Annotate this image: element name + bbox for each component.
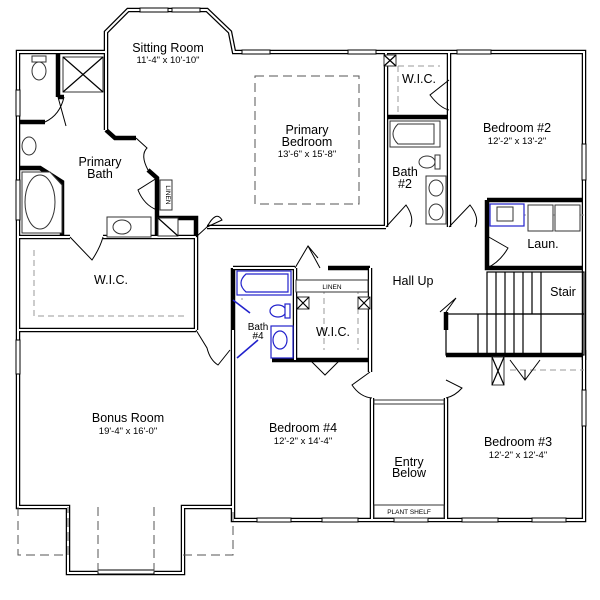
plant-shelf: [373, 504, 445, 519]
door-bedroom2-wic[interactable]: [429, 79, 450, 111]
room-dims-bedroom-2: 12'-2" x 13'-2": [488, 136, 546, 147]
dashed-outlines: [17, 65, 584, 573]
room-name-sitting-room: Sitting Room: [132, 41, 204, 55]
door-stair-landing[interactable]: [439, 297, 457, 313]
room-name-primary-bedroom-2: Bedroom: [282, 135, 333, 149]
door-bath4-b[interactable]: [236, 339, 259, 359]
door-laundry[interactable]: [486, 235, 509, 269]
room-name-bath-2-1: Bath: [392, 165, 418, 179]
fixtures: [21, 54, 581, 519]
room-name-entry-below-1: Entry: [394, 455, 424, 469]
door-bedroom3-closet[interactable]: [509, 359, 541, 381]
door-toilet-room[interactable]: [44, 96, 67, 127]
doors[interactable]: [44, 79, 541, 399]
washer-icon: [527, 204, 554, 232]
door-primary-wic[interactable]: [69, 236, 104, 261]
room-name-hall-up: Hall Up: [393, 274, 434, 288]
sink-icon: [112, 219, 132, 235]
room-name-bedroom-3: Bedroom #3: [484, 435, 552, 449]
door-bedroom4[interactable]: [351, 371, 373, 399]
sink-icon: [21, 136, 37, 156]
room-name-primary-bath-1: Primary: [78, 155, 122, 169]
toilet-bowl-icon: [31, 61, 47, 81]
toilet-bowl-icon: [418, 155, 436, 169]
room-name-primary-bath-2: Bath: [87, 167, 113, 181]
sink-icon: [428, 203, 444, 221]
room-dims-bedroom-3: 12'-2" x 12'-4": [489, 450, 547, 461]
door-bonus-room[interactable]: [195, 329, 231, 366]
room-name-bath-2-2: #2: [398, 177, 412, 191]
room-dims-bedroom-4: 12'-2" x 14'-4": [274, 436, 332, 447]
room-name-bedroom2-wic: W.I.C.: [402, 72, 436, 86]
room-name-primary-wic: W.I.C.: [94, 273, 128, 287]
plant-shelf-label: PLANT SHELF: [387, 509, 431, 516]
linen-closet: [159, 179, 173, 211]
room-name-laundry: Laun.: [527, 237, 558, 251]
room-name-bath-4-2: #4: [252, 331, 264, 342]
linen-label-hall: LINEN: [322, 284, 341, 291]
toilet-tank: [31, 55, 47, 63]
tray-ceiling-outline: [254, 75, 360, 205]
room-name-primary-bedroom-1: Primary: [285, 123, 329, 137]
door-bath4-a[interactable]: [232, 299, 251, 314]
door-hall-linen[interactable]: [294, 244, 321, 269]
staircase[interactable]: [445, 271, 585, 356]
door-bath2[interactable]: [385, 204, 413, 228]
door-primary-bedroom[interactable]: [195, 215, 223, 238]
room-name-stair: Stair: [550, 285, 576, 299]
room-dims-bonus-room: 19'-4" x 16'-0": [99, 426, 157, 437]
door-bedroom2[interactable]: [448, 204, 478, 228]
sink-icon: [428, 179, 444, 197]
room-name-bath-4-1: Bath: [248, 322, 269, 333]
room-name-bonus-room: Bonus Room: [92, 411, 164, 425]
room-labels: Sitting Room 11'-4" x 10'-10" Primary Be…: [78, 41, 575, 516]
sink-icon: [272, 330, 288, 350]
door-primary-bath[interactable]: [135, 137, 149, 171]
room-name-bedroom-4: Bedroom #4: [269, 421, 337, 435]
linen-label-primary: LINEN: [164, 185, 171, 204]
room-dims-sitting-room: 11'-4" x 10'-10": [136, 55, 199, 66]
room-name-bedroom4-wic: W.I.C.: [316, 325, 350, 339]
door-linen[interactable]: [137, 177, 158, 211]
windows: [15, 7, 587, 575]
door-bedroom4-wic[interactable]: [309, 359, 341, 376]
room-name-entry-below-2: Below: [392, 466, 427, 480]
room-dims-primary-bedroom: 13'-6" x 15'-8": [278, 149, 336, 160]
dryer-icon: [554, 204, 581, 232]
hall-linen: [295, 279, 369, 293]
room-name-bedroom-2: Bedroom #2: [483, 121, 551, 135]
toilet-bowl-icon: [269, 304, 287, 318]
door-bedroom3[interactable]: [445, 379, 463, 399]
